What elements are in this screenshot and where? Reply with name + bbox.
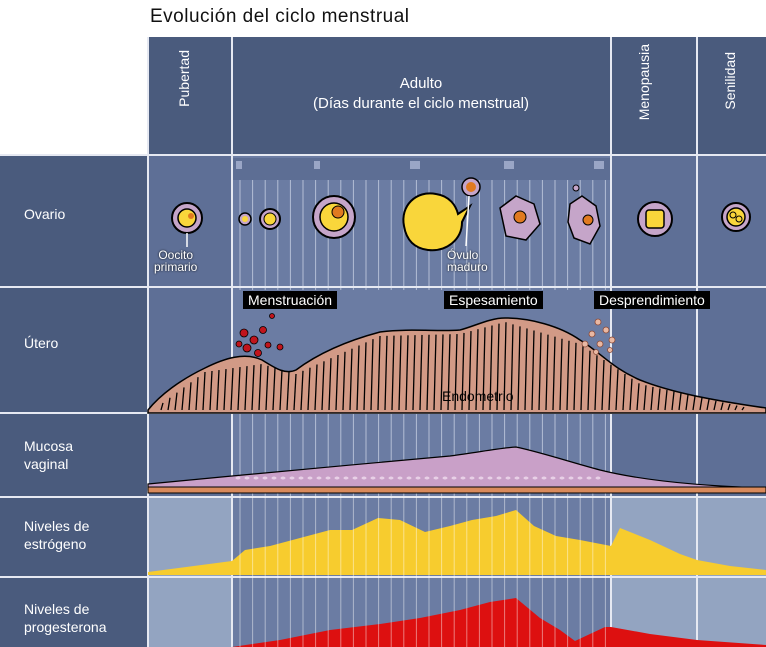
column-adulto-title: Adulto (399, 75, 443, 92)
column-adulto: Adulto (Días durante el ciclo menstrual) (232, 74, 610, 114)
row-label-estrogeno-line2: estrógeno (24, 536, 87, 552)
row-label-ovario: Ovario (24, 206, 66, 222)
row-label-progesterona-line1: Niveles de (24, 601, 90, 617)
diagram-title: Evolución del ciclo menstrual (150, 6, 410, 27)
row-label-estrogeno-line1: Niveles de (24, 518, 90, 534)
mucosa-texture (235, 476, 601, 480)
row-label-estrogeno: Niveles de estrógeno (24, 517, 89, 553)
column-menopausia: Menopausia (636, 44, 652, 121)
column-adulto-subtitle: (Días durante el ciclo menstrual) (313, 95, 529, 112)
menstrual-blood (235, 313, 284, 357)
row-label-progesterona: Niveles de progesterona (24, 600, 107, 636)
label-oocito-primario: Oocito primario (154, 249, 197, 273)
tag-desprendimiento: Desprendimiento (594, 291, 710, 309)
row-label-mucosa-line2: vaginal (24, 456, 69, 472)
label-ovulo-maduro: Óvulo maduro (447, 249, 488, 273)
column-pubertad: Pubertad (176, 50, 192, 107)
row-label-mucosa: Mucosa vaginal (24, 437, 73, 473)
tag-menstruacion: Menstruación (243, 291, 338, 309)
column-senilidad: Senilidad (722, 52, 738, 110)
label-oocito-line2: primario (154, 260, 198, 274)
day-markers (236, 161, 604, 169)
label-oocito-line1: Oocito (158, 248, 194, 262)
tag-espesamiento: Espesamiento (444, 291, 543, 309)
row-label-mucosa-line1: Mucosa (24, 438, 74, 454)
ovary-follicles (171, 177, 751, 252)
estrogen-area (148, 510, 766, 575)
label-ovulo-line2: maduro (447, 260, 488, 274)
progesterone-area (148, 598, 766, 647)
endometrium-striations (160, 322, 745, 411)
shedding-cells (581, 318, 616, 355)
label-ovulo-line1: Óvulo (447, 248, 479, 262)
vaginal-mucosa-shape (147, 446, 766, 491)
row-label-progesterona-line2: progesterona (24, 619, 107, 635)
row-label-utero: Útero (24, 335, 59, 351)
label-endometrio: Endometrio (442, 388, 514, 404)
